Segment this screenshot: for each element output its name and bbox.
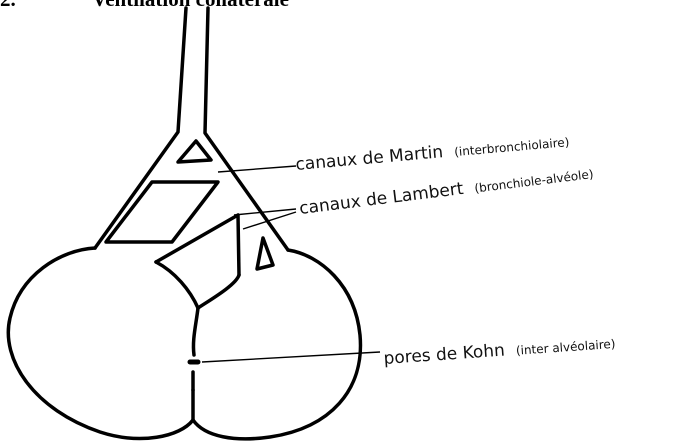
martin-label: canaux de Martin (interbronchiolaire) xyxy=(295,131,570,175)
kohn-label: pores de Kohn (inter alvéolaire) xyxy=(383,333,616,369)
martin-label-paren: (interbronchiolaire) xyxy=(454,135,570,159)
alveolar-duct-triangle xyxy=(257,238,273,269)
lambert-label-main: canaux de Lambert xyxy=(298,179,465,219)
alveolar-septum-top xyxy=(193,308,198,355)
lambert-label-paren: (bronchiole-alvéole) xyxy=(474,167,595,195)
kohn-label-paren: (inter alvéolaire) xyxy=(515,337,615,358)
left-bronchiole-inner xyxy=(156,215,239,275)
right-bronchiole-inner xyxy=(198,275,239,308)
kohn-label-main: pores de Kohn xyxy=(383,341,506,369)
right-alveolus xyxy=(193,250,360,439)
lambert-label: canaux de Lambert (bronchiole-alvéole) xyxy=(298,163,594,219)
lambert-leader-line xyxy=(234,209,296,215)
martin-label-main: canaux de Martin xyxy=(295,142,444,175)
left-alveolus xyxy=(8,248,193,438)
kohn-leader-line xyxy=(202,352,380,362)
left-alveolus-inner xyxy=(156,262,198,308)
martin-canal-triangle xyxy=(178,141,211,162)
bronchus-tube xyxy=(95,8,186,248)
